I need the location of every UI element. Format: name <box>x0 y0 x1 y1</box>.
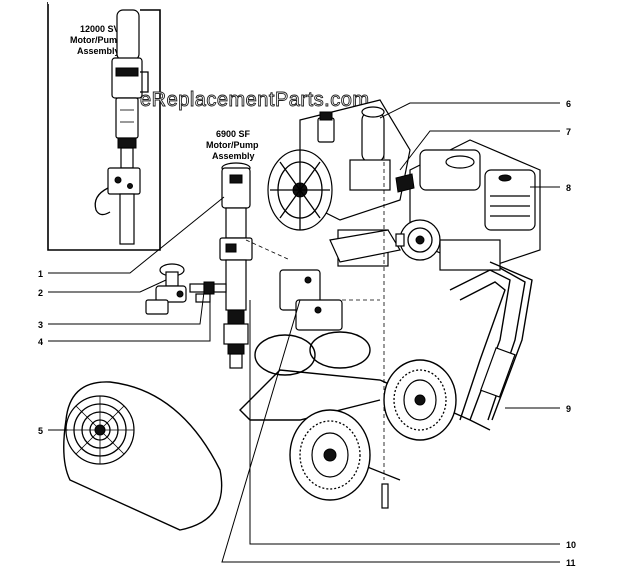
pump-label-line-2: Motor/Pump <box>206 140 259 150</box>
front-wheel <box>289 409 371 501</box>
callout-7: 7 <box>566 127 571 137</box>
callout-4: 4 <box>38 337 43 347</box>
cart-frame-part-9 <box>239 261 533 481</box>
alignment-lines <box>245 120 389 509</box>
callout-2: 2 <box>38 288 43 298</box>
inset-12000sv: 12000 SV Motor/Pump Assembly <box>47 0 161 251</box>
engine-part-8 <box>395 139 541 271</box>
pump-6900sf-label: 6900 SF Motor/Pump Assembly <box>206 129 259 161</box>
callout-11: 11 <box>566 558 576 568</box>
callout-3: 3 <box>38 320 43 330</box>
leader-lines <box>48 102 560 563</box>
pump-belt-assembly-part-6 <box>267 99 411 267</box>
motor-pump-12000sv-drawing <box>94 9 149 245</box>
pump-6900sf-drawing <box>219 162 253 369</box>
callout-5: 5 <box>38 426 43 436</box>
callout-6: 6 <box>566 99 571 109</box>
fittings-parts-3-4 <box>189 281 227 303</box>
watermark-text: eReplacementParts.com <box>140 89 369 111</box>
inset-label-line-1: 12000 SV <box>80 24 120 34</box>
inset-label-line-3: Assembly <box>77 46 120 56</box>
callout-10: 10 <box>566 540 576 550</box>
callout-1: 1 <box>38 269 43 279</box>
belt-guard-part-5 <box>63 381 223 531</box>
inset-label-line-2: Motor/Pump <box>70 35 123 45</box>
rear-wheel <box>383 359 457 441</box>
callout-9: 9 <box>566 404 571 414</box>
callout-numbers: 1 2 3 4 5 6 7 8 9 10 11 <box>38 99 576 568</box>
pump-label-line-1: 6900 SF <box>216 129 251 139</box>
callout-8: 8 <box>566 183 571 193</box>
valve-part-2 <box>145 263 187 315</box>
pump-label-line-3: Assembly <box>212 151 255 161</box>
